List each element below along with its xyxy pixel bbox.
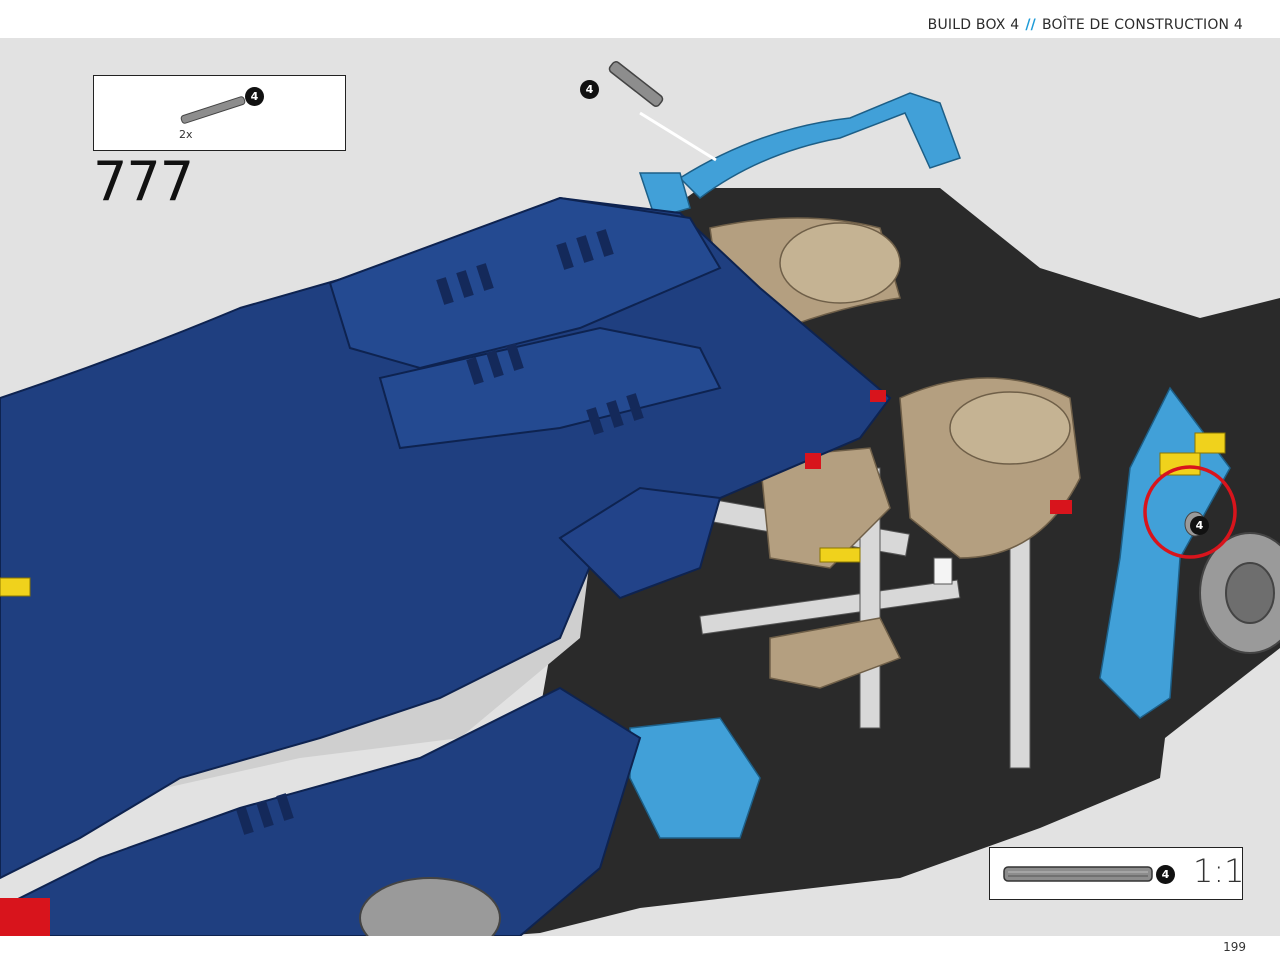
wheel-rims (359, 532, 1280, 936)
build-box-title-en: BUILD BOX 4 (927, 17, 1020, 33)
page-number: 199 (1223, 940, 1246, 954)
accent-pieces (0, 390, 1226, 936)
page-footer: 199 (0, 936, 1280, 974)
page-header: BUILD BOX 4 // BOÎTE DE CONSTRUCTION 4 (0, 0, 1280, 38)
axle-callout-badge: 4 (580, 80, 599, 99)
tan-seats (709, 217, 1081, 689)
parts-list-box: 4 2x (93, 75, 346, 151)
instruction-canvas: 4 4 (0, 38, 1280, 936)
scale-axle-icon (1003, 866, 1153, 882)
step-number: 777 (93, 150, 194, 213)
scale-reference-box: 4 1:1 (989, 847, 1245, 900)
model-illustration (0, 61, 1280, 936)
circle-callout-badge: 4 (1190, 516, 1209, 535)
build-box-title: BUILD BOX 4 // BOÎTE DE CONSTRUCTION 4 (928, 17, 1243, 33)
part-quantity: 2x (179, 128, 193, 141)
scale-length-badge: 4 (1156, 865, 1175, 884)
panel-slot-details (236, 229, 644, 835)
inserted-axle (608, 61, 717, 162)
build-box-title-fr: BOÎTE DE CONSTRUCTION 4 (1041, 17, 1243, 33)
dark-blue-body-panels (0, 196, 892, 936)
gray-axle-part-icon (180, 96, 246, 124)
title-separator: // (1025, 17, 1036, 33)
highlight-circle (1143, 465, 1237, 559)
part-length-badge: 4 (245, 87, 264, 106)
scale-label: 1:1 (1193, 852, 1245, 890)
